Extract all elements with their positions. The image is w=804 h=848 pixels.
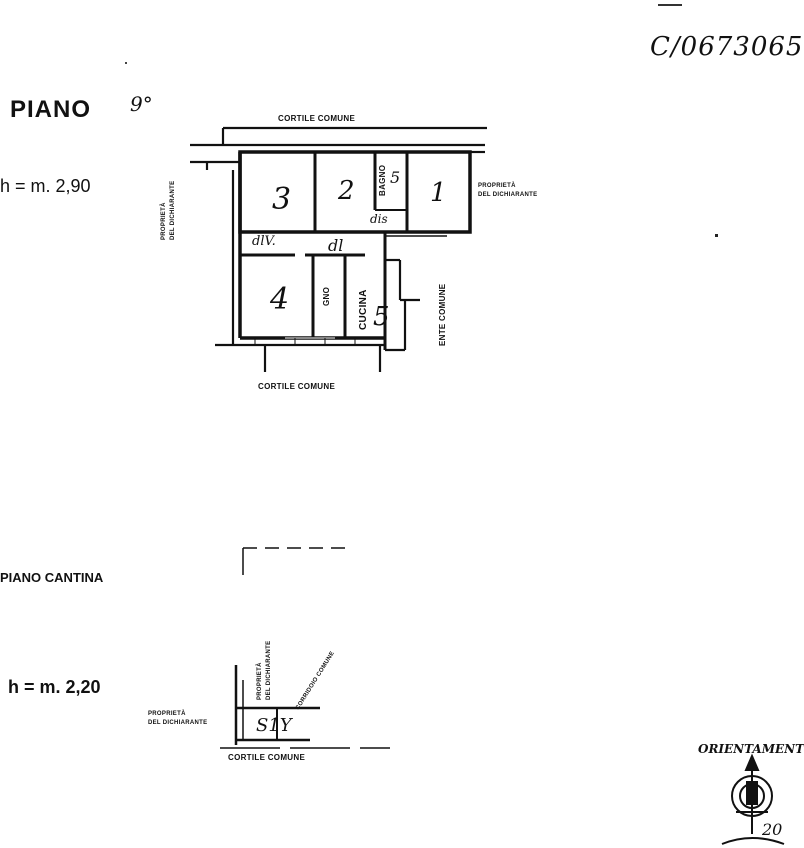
- cucina-label: CUCINA: [358, 289, 369, 330]
- stamp-number: 20: [762, 820, 783, 839]
- floor-title: PIANO: [10, 96, 92, 123]
- room-4: 4: [270, 282, 290, 317]
- right-owner-label: PROPRIETÀ DEL DICHIARANTE: [478, 183, 538, 198]
- room-3: 3: [272, 182, 292, 217]
- room-2: 2: [338, 176, 355, 206]
- courtyard-bottom-label: CORTILE COMUNE: [258, 382, 336, 391]
- left-owner-label: PROPRIETÀ DEL DICHIARANTE: [161, 180, 176, 240]
- cellar-courtyard-label: CORTILE COMUNE: [228, 753, 306, 762]
- reference-code: C/0673065: [650, 32, 804, 62]
- ente-comune-label: ENTE COMUNE: [438, 283, 447, 346]
- bagno-top-number: 5: [390, 168, 401, 187]
- speck: [715, 234, 718, 237]
- top-right-mark: [658, 0, 682, 6]
- bagno-top-label: BAGNO: [378, 164, 387, 196]
- orientation-label: ORIENTAMENTO: [698, 742, 804, 756]
- courtyard-top-label: CORTILE COMUNE: [278, 114, 356, 123]
- room-1: 1: [430, 178, 447, 208]
- room-5: 5: [373, 302, 390, 332]
- disimpegno-label: dis: [370, 212, 388, 226]
- cellar-height-label: h = m. 2,20: [8, 677, 101, 697]
- altro1-label: dlV.: [252, 234, 276, 249]
- floor-height-label: h = m. 2,90: [0, 176, 91, 196]
- cellar-plan: [220, 547, 390, 749]
- compass-icon: [721, 753, 785, 845]
- cellar-vert-owner-label: PROPRIETÀ DEL DICHIARANTE: [257, 640, 272, 700]
- altro2-label: dl: [328, 236, 344, 255]
- bagno-left-label: GNO: [322, 286, 331, 306]
- speck: [125, 62, 127, 64]
- cellar-title: PIANO CANTINA: [0, 570, 104, 585]
- cellar-left-owner-label: PROPRIETÀ DEL DICHIARANTE: [148, 711, 208, 726]
- upper-floor-plan: [190, 126, 487, 372]
- floor-number: 9°: [130, 92, 153, 116]
- cellar-room-label: S1Y: [256, 715, 292, 736]
